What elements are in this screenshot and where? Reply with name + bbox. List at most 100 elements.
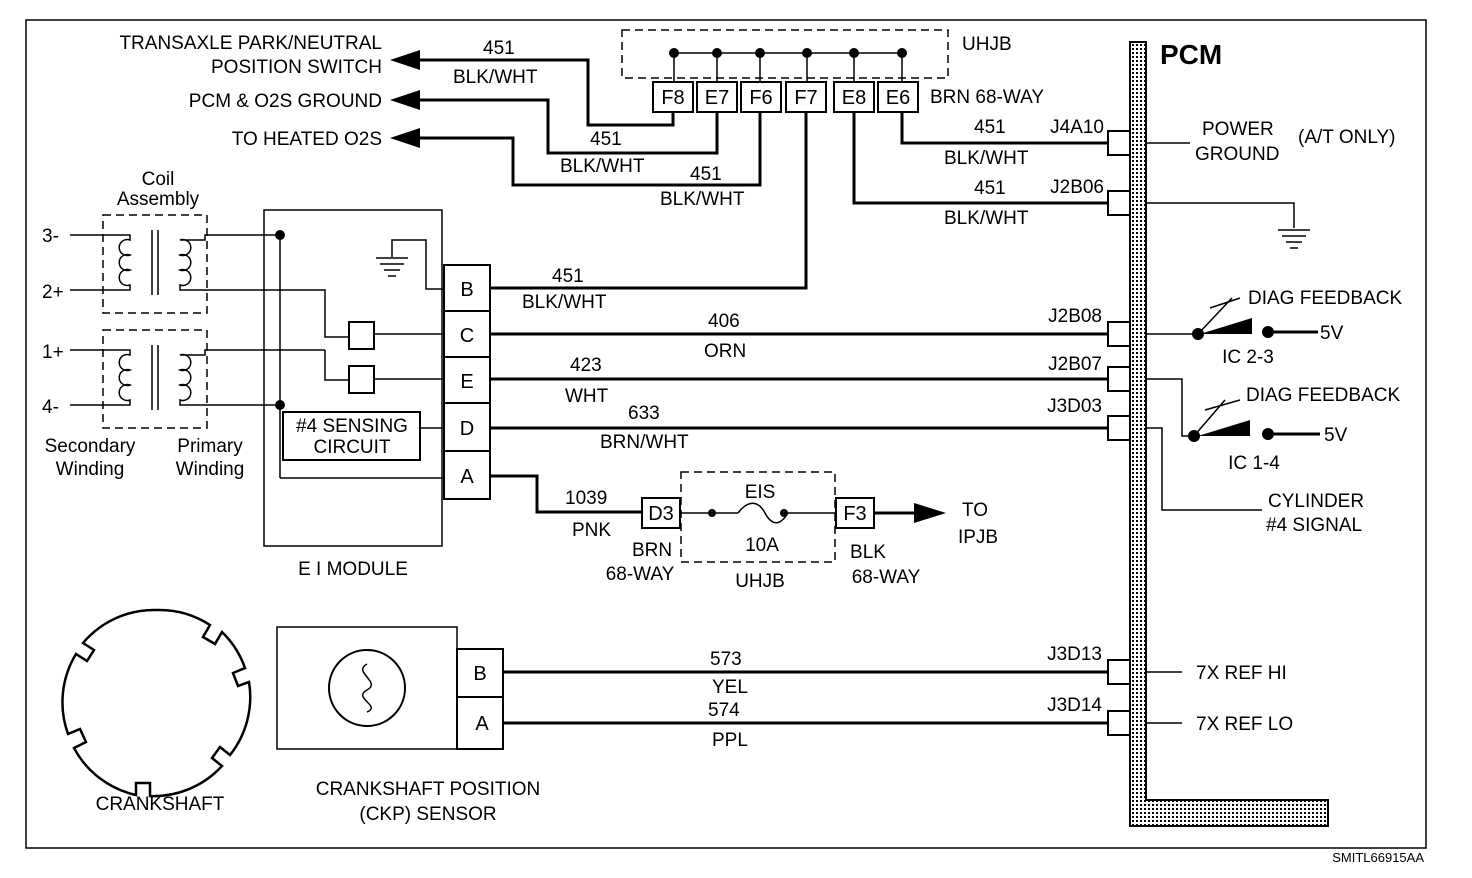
coil-upper-secondary — [70, 234, 133, 291]
uhjb-pin-box-f6 — [740, 81, 782, 113]
ckp-pin-b: B — [473, 663, 486, 685]
fuse-label-eis: EIS — [745, 482, 776, 503]
wire-code-ckp-a: 574 — [708, 700, 740, 721]
uhjb-top: UHJB BRN 68-WAY F8 E7 F6 F7 E8 E6 — [621, 29, 1044, 113]
pcm-pin-j4a10: J4A10 — [1050, 117, 1104, 138]
pcm-internal-ground-path — [1146, 202, 1295, 228]
pcm-pin-j2b08: J2B08 — [1048, 306, 1102, 327]
wire-code-f8: 451 — [483, 38, 515, 59]
ei-node-lower — [275, 400, 285, 410]
secondary-winding-1: Secondary — [45, 436, 136, 457]
wire-e8-j2b06 — [852, 112, 1108, 205]
wire-code-c: 406 — [708, 311, 740, 332]
ei-sensing-label-2: CIRCUIT — [313, 437, 390, 458]
arrow-to-ipjb — [914, 503, 946, 523]
ei-module-label: E I MODULE — [298, 559, 408, 580]
destination-wires: TRANSAXLE PARK/NEUTRAL POSITION SWITCH 4… — [119, 33, 762, 210]
ei-pin-box-a — [443, 450, 491, 500]
fuse-left-conn-2: 68-WAY — [606, 564, 675, 585]
uhjb-top-label: UHJB — [962, 34, 1012, 55]
uhjb-pin-f7: F7 — [794, 87, 817, 109]
coil-assembly: Coil Assembly 3- 2+ 1+ 4- Secondary Wind… — [42, 169, 349, 480]
uhjb-top-outline — [621, 29, 949, 79]
fuse-pin-f3: F3 — [843, 503, 866, 525]
ei-pin-b: B — [460, 279, 473, 301]
pcm-pin-box-j2b07 — [1107, 366, 1131, 392]
fuse-element — [737, 502, 789, 524]
wire-e7-ground — [420, 98, 719, 155]
pcm-j3d03-internal — [1146, 427, 1262, 511]
wire-a-d3 — [490, 474, 642, 514]
pcm-diag-circuits: DIAG FEEDBACK 5V IC 2-3 DIAG FEEDBACK 5V… — [1146, 288, 1402, 536]
ic14-label: IC 1-4 — [1228, 453, 1280, 474]
uhjb-node-f7 — [802, 48, 812, 58]
fuse-node-left — [708, 509, 716, 517]
uhjb-node-e6 — [897, 48, 907, 58]
coil-upper-primary-lead — [205, 289, 349, 338]
pcm-pin-j3d03: J3D03 — [1047, 396, 1102, 417]
ei-pin-box-e — [443, 356, 491, 404]
wire-code-e7: 451 — [590, 129, 622, 150]
wire-color-e7: BLK/WHT — [560, 156, 645, 177]
ei-pin-c: C — [460, 325, 474, 347]
coil-lower-primary — [177, 349, 325, 406]
pcm-pin-box-j3d13 — [1107, 659, 1131, 685]
dest-pcm-o2s-ground: PCM & O2S GROUND — [189, 91, 382, 112]
pcm-power-label: POWER — [1202, 119, 1274, 140]
ic14-5v: 5V — [1324, 425, 1348, 446]
arrow-heated-o2s — [390, 128, 420, 148]
ic14-diode — [1198, 420, 1250, 436]
pcm-ref-hi: 7X REF HI — [1196, 663, 1287, 684]
fuse-left-conn-1: BRN — [632, 540, 672, 561]
coil-terminal-2: 2+ — [42, 282, 64, 303]
coil-lower-outline — [102, 329, 208, 429]
diagram-id: SMITL66915AA — [1332, 850, 1424, 865]
ei-pin-box-c — [443, 310, 491, 358]
ic14-feedback-lead — [1204, 399, 1241, 411]
wire-code-f6: 451 — [690, 164, 722, 185]
wire-code-d: 633 — [628, 403, 660, 424]
crankshaft-reluctor: CRANKSHAFT — [61, 608, 252, 815]
primary-winding-1: Primary — [177, 436, 243, 457]
pcm-pin-box-j4a10 — [1107, 130, 1131, 156]
wire-code-b: 451 — [552, 266, 584, 287]
uhjb-pin-box-f8 — [652, 81, 694, 113]
ckp-sine-wave — [361, 663, 373, 713]
ic23-label: IC 2-3 — [1222, 347, 1274, 368]
wire-color-d: BRN/WHT — [600, 432, 689, 453]
ei-pin-e: E — [460, 371, 473, 393]
wire-code-a: 1039 — [565, 488, 607, 509]
pcm-pin-box-j2b06 — [1107, 190, 1131, 216]
ckp-label-1: CRANKSHAFT POSITION — [316, 779, 541, 800]
wire-f6-heated-o2s — [420, 112, 762, 187]
pcm-block: PCM — [1129, 39, 1329, 827]
uhjb-pin-f8: F8 — [661, 87, 684, 109]
wire-color-c: ORN — [704, 341, 746, 362]
ei-driver-c — [348, 321, 375, 350]
pcm-pin-box-j2b08 — [1107, 321, 1131, 347]
pcm-pin-j2b07: J2B07 — [1048, 354, 1102, 375]
coil-upper-outline — [102, 214, 208, 314]
wire-f8-park-neutral — [420, 58, 675, 127]
pcm-pin-box-j3d03 — [1107, 415, 1131, 441]
primary-winding-2: Winding — [176, 459, 245, 480]
pcm-bar — [1129, 41, 1329, 827]
cylinder-label-2: #4 SIGNAL — [1266, 515, 1362, 536]
uhjb-pin-box-e6 — [877, 81, 919, 113]
coil-title-1: Coil — [142, 169, 175, 190]
coil-lower-secondary — [70, 349, 133, 406]
uhjb-node-e8 — [849, 48, 859, 58]
fuse-right-conn-1: BLK — [850, 542, 886, 563]
pcm-ground-label: GROUND — [1195, 144, 1279, 165]
coil-upper-primary — [177, 234, 280, 291]
fuse-pin-d3: D3 — [648, 503, 674, 525]
ic23-feedback-lead — [1209, 297, 1241, 309]
pcm-pin-j2b06: J2B06 — [1050, 177, 1104, 198]
ei-module-outline — [263, 209, 443, 547]
uhjb-pin-f6: F6 — [749, 87, 772, 109]
diag-feedback-2: DIAG FEEDBACK — [1246, 385, 1400, 406]
dest-heated-o2s: TO HEATED O2S — [232, 129, 382, 150]
uhjb-node-f8 — [669, 48, 679, 58]
crankshaft-label: CRANKSHAFT — [96, 794, 225, 815]
dest-park-neutral-2: POSITION SWITCH — [211, 57, 382, 78]
